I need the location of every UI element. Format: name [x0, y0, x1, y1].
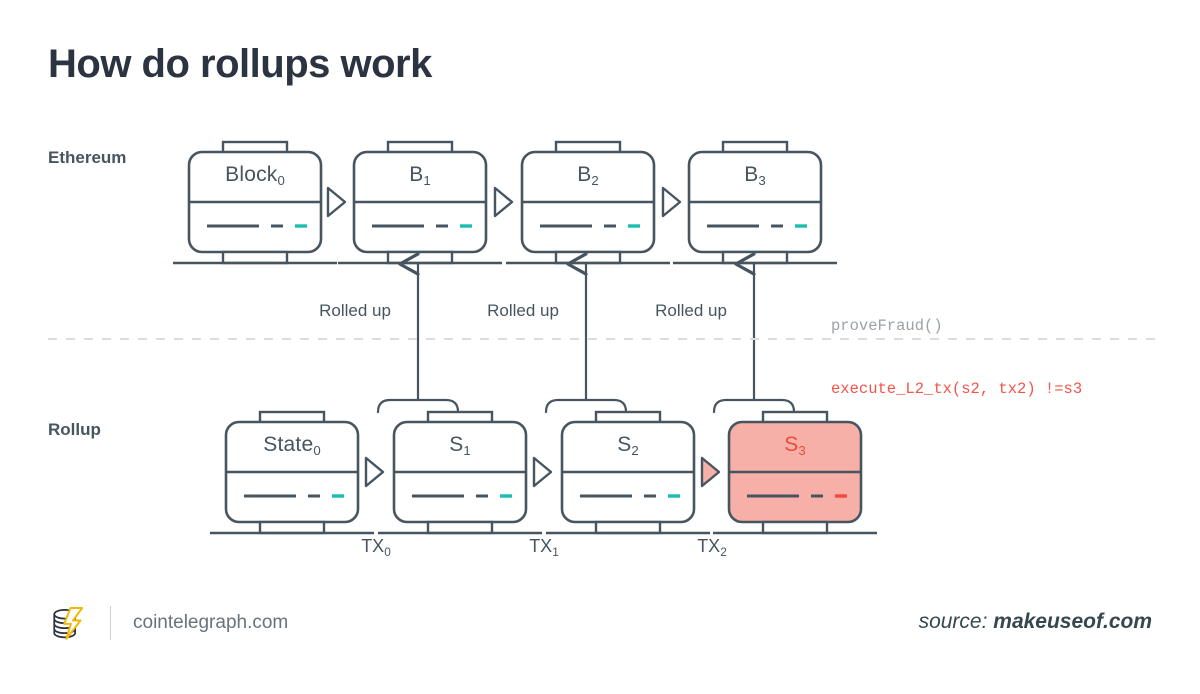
rollup-block-1-label: S1	[449, 433, 471, 459]
code-line-prove-fraud: proveFraud()	[831, 317, 943, 335]
rolled-up-connector-2	[544, 252, 628, 414]
ethereum-block-1-label: B1	[409, 163, 431, 189]
footer-source-prefix: source:	[918, 610, 994, 633]
rollup-block-0	[208, 410, 376, 535]
rollup-block-2	[544, 410, 712, 535]
rolled-up-label-3: Rolled up	[655, 301, 727, 320]
rolled-up-connector-3	[712, 252, 796, 414]
footer-source-name: makeuseof.com	[993, 610, 1152, 633]
chain-arrow-rollup-1	[532, 456, 553, 488]
chain-arrow-rollup-2-fraud	[700, 456, 721, 488]
ethereum-block-0-label: Block0	[225, 163, 285, 189]
footer-site-label: cointelegraph.com	[133, 612, 289, 633]
rollup-block-0-label: State0	[263, 433, 321, 459]
chain-arrow-eth-2	[661, 186, 682, 218]
chain-arrow-eth-0	[326, 186, 347, 218]
page-title: How do rollups work	[48, 42, 432, 86]
row-label-ethereum: Ethereum	[48, 148, 127, 167]
rollup-block-1	[376, 410, 544, 535]
chain-arrow-rollup-0	[364, 456, 385, 488]
chain-arrow-eth-1	[493, 186, 514, 218]
cointelegraph-logo-icon	[53, 607, 84, 640]
ethereum-block-1	[336, 140, 504, 265]
ethereum-block-0	[171, 140, 339, 265]
rolled-up-label-1: Rolled up	[319, 301, 391, 320]
footer-divider	[110, 606, 111, 640]
rolled-up-label-2: Rolled up	[487, 301, 559, 320]
tx-label-1: TX1	[529, 536, 559, 559]
row-label-rollup: Rollup	[48, 420, 101, 439]
ethereum-block-3	[671, 140, 839, 265]
tx-label-2: TX2	[697, 536, 727, 559]
rollup-block-2-label: S2	[617, 433, 639, 459]
footer-brand: cointelegraph.com	[48, 600, 288, 646]
fraud-proof-code-annotation: proveFraud() execute_L2_tx(s2, tx2) !=s3	[831, 274, 1082, 442]
ethereum-block-2-label: B2	[577, 163, 599, 189]
footer-source-attribution: source: makeuseof.com	[919, 610, 1152, 634]
ethereum-block-2	[504, 140, 672, 265]
code-line-execute-l2-tx: execute_L2_tx(s2, tx2) !=s3	[831, 380, 1083, 398]
rollup-block-3-label: S3	[784, 433, 806, 459]
ethereum-block-3-label: B3	[744, 163, 766, 189]
tx-label-0: TX0	[361, 536, 391, 559]
rolled-up-connector-1	[376, 252, 460, 414]
